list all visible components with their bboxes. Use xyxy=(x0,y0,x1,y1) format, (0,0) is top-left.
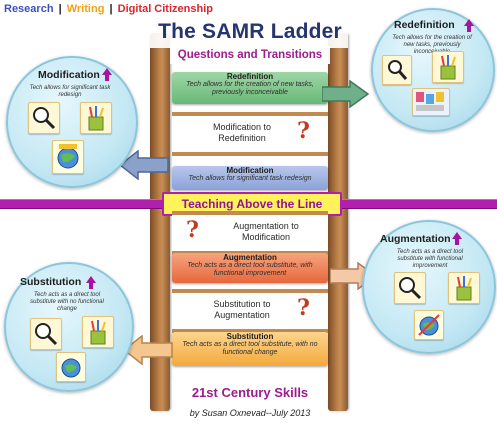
topic-research: Research xyxy=(4,3,54,15)
transition-mod-to-redef-label: Modification to Redefinition xyxy=(212,122,272,143)
skills-backdrop xyxy=(172,381,328,401)
redefinition-circle-desc: Tech allows for the creation of new task… xyxy=(392,35,472,55)
transition-sub-to-aug: Substitution to Augmentation ? xyxy=(172,289,328,333)
globe-icon xyxy=(52,140,84,174)
substitution-circle-title: Substitution xyxy=(20,276,82,288)
arrow-to-redefinition-icon xyxy=(322,80,370,108)
rung-redefinition: Redefinition Tech allows for the creatio… xyxy=(172,72,328,104)
transition-mod-to-redef: Modification to Redefinition ? xyxy=(172,112,328,156)
page-title: The SAMR Ladder xyxy=(158,20,342,43)
ladder-left-rail xyxy=(150,33,170,411)
globe-icon xyxy=(414,310,444,340)
topic-writing: Writing xyxy=(66,3,105,15)
rung-substitution: Substitution Tech acts as a direct tool … xyxy=(172,332,328,366)
rung-substitution-desc: Tech acts as a direct tool substitute, w… xyxy=(182,341,318,356)
magnifier-search-icon xyxy=(382,55,412,85)
paint-palette-icon xyxy=(412,88,450,116)
transition-sub-to-aug-label: Substitution to Augmentation xyxy=(213,299,271,320)
magnifier-search-icon xyxy=(30,318,62,350)
question-mark-icon: ? xyxy=(297,118,310,144)
rung-modification: Modification Tech allows for significant… xyxy=(172,166,328,190)
question-mark-icon: ? xyxy=(186,217,199,243)
title-backdrop xyxy=(150,16,348,48)
rung-modification-title: Modification xyxy=(226,166,274,175)
modification-circle-desc: Tech allows for significant task redesig… xyxy=(29,85,111,98)
pencil-cup-icon xyxy=(80,102,112,134)
page-subtitle: Questions and Transitions xyxy=(177,49,323,61)
magnifier-search-icon xyxy=(394,272,426,304)
transition-aug-to-mod-label: Augmentation to Modification xyxy=(233,221,299,242)
rung-augmentation-title: Augmentation xyxy=(223,253,277,262)
ladder-right-rail xyxy=(328,33,348,411)
question-mark-icon: ? xyxy=(297,295,310,321)
topic-separator: | xyxy=(58,3,62,15)
topic-digital-citizenship: Digital Citizenship xyxy=(117,3,213,15)
pencil-cup-icon xyxy=(82,316,114,348)
pencil-cup-icon xyxy=(448,272,480,304)
header-topics: Research | Writing | Digital Citizenship xyxy=(4,3,213,15)
rung-modification-desc: Tech allows for significant task redesig… xyxy=(188,175,312,182)
subtitle-backdrop xyxy=(170,46,330,64)
substitution-circle-desc: Tech acts as a direct tool substitute wi… xyxy=(30,292,104,312)
modification-circle-title: Modification xyxy=(38,69,100,81)
augmentation-circle-desc: Tech acts as a direct tool substitute wi… xyxy=(396,249,464,269)
globe-icon xyxy=(56,352,86,382)
rung-substitution-title: Substitution xyxy=(226,332,274,341)
redefinition-circle-title: Redefinition xyxy=(394,19,455,31)
rung-augmentation: Augmentation Tech acts as a direct tool … xyxy=(172,253,328,283)
augmentation-circle-title: Augmentation xyxy=(380,233,451,245)
rung-augmentation-desc: Tech acts as a direct tool substitute, w… xyxy=(187,262,313,277)
rung-redefinition-desc: Tech allows for the creation of new task… xyxy=(186,81,314,96)
rung-redefinition-title: Redefinition xyxy=(226,72,274,81)
arrow-to-substitution-icon xyxy=(122,335,173,365)
author-credit: by Susan Oxnevad--July 2013 xyxy=(189,408,311,418)
pencil-cup-icon xyxy=(432,51,464,83)
arrow-to-modification-icon xyxy=(118,150,169,180)
transition-aug-to-mod: ? Augmentation to Modification xyxy=(172,211,328,255)
skills-label: 21st Century Skills xyxy=(191,385,309,400)
topic-separator: | xyxy=(109,3,113,15)
magnifier-search-icon xyxy=(28,102,60,134)
